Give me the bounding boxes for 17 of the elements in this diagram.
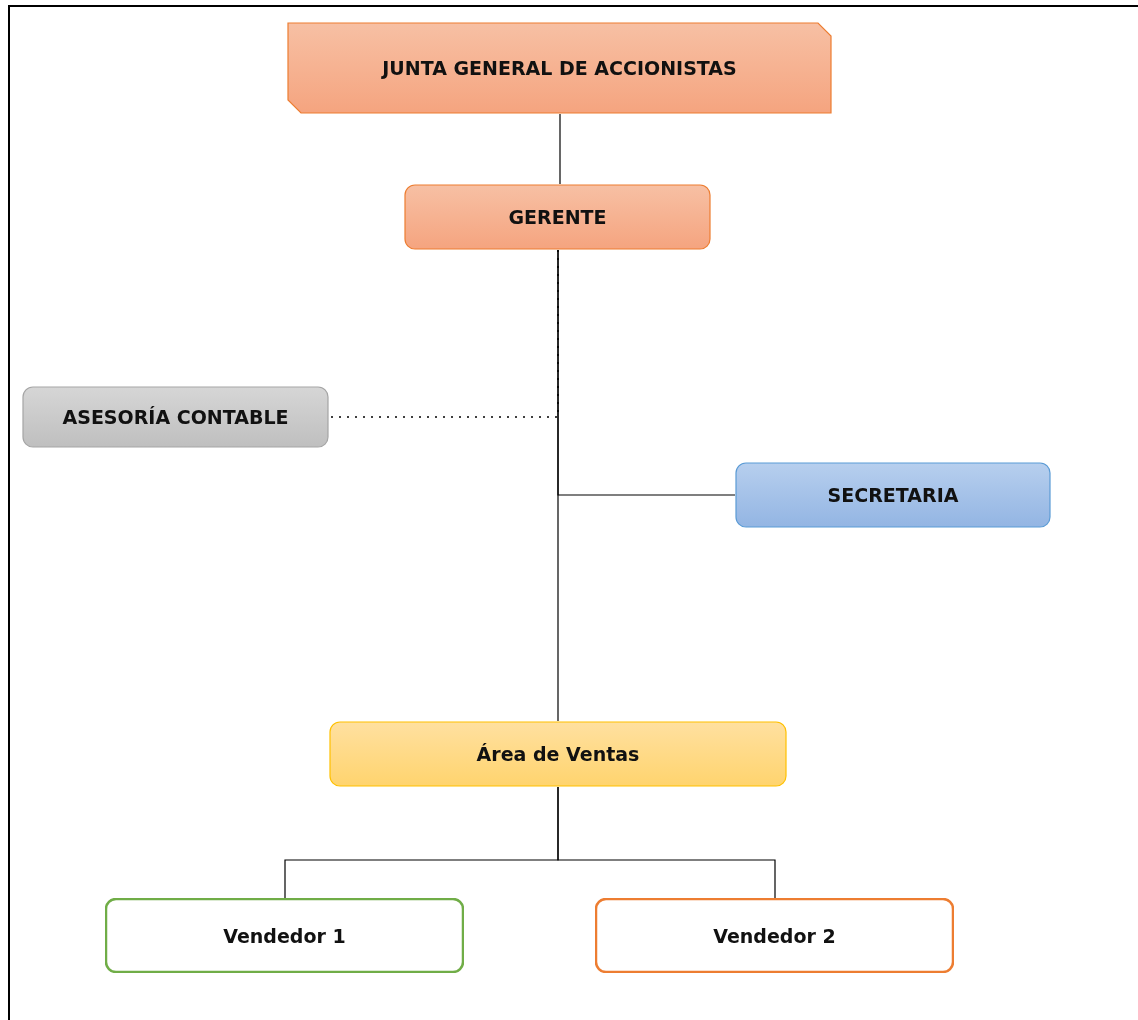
position-box (595, 898, 954, 973)
node-label: Vendedor 2 (713, 924, 836, 947)
advisory-box (22, 386, 329, 448)
position-box (404, 184, 711, 250)
node-label: SECRETARIA (827, 484, 959, 506)
position-box (735, 462, 1051, 528)
board-box (287, 22, 832, 114)
department-box (329, 721, 787, 787)
connector-line (559, 113, 561, 185)
node-label: GERENTE (508, 206, 607, 228)
connector-line (557, 786, 776, 899)
node-label: JUNTA GENERAL DE ACCIONISTAS (382, 57, 737, 79)
connector-line (557, 249, 559, 722)
node-label: Vendedor 1 (223, 924, 346, 947)
node-label: ASESORÍA CONTABLE (62, 406, 289, 428)
position-box (105, 898, 464, 973)
node-label: Área de Ventas (476, 743, 640, 765)
